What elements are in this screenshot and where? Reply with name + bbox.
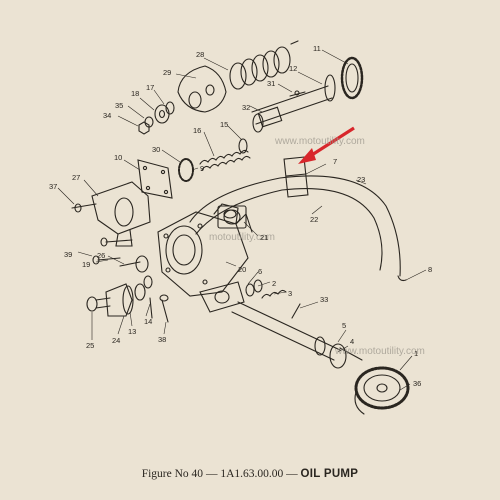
callout-label: 37 — [49, 182, 57, 191]
callout-label: 15 — [220, 120, 228, 129]
callout-label: 12 — [289, 64, 297, 73]
callout-label: 30 — [152, 145, 160, 154]
callout-label: 13 — [128, 327, 136, 336]
callout-label: 20 — [238, 265, 246, 274]
callout-label: 17 — [146, 83, 154, 92]
callout-label: 39 — [64, 250, 72, 259]
callout-label: 33 — [320, 295, 328, 304]
callout-label: 32 — [242, 103, 250, 112]
callout-label: 18 — [131, 89, 139, 98]
figure-title: OIL PUMP — [300, 468, 359, 480]
callout-label: 5 — [342, 321, 346, 330]
callout-label: 36 — [413, 379, 421, 388]
callout-label: 27 — [72, 173, 80, 182]
callout-label: 29 — [163, 68, 171, 77]
callout-label: 19 — [82, 260, 90, 269]
callout-label: 24 — [112, 336, 120, 345]
spring-part — [229, 46, 291, 90]
callout-label: 16 — [193, 126, 201, 135]
gear-part — [340, 56, 364, 100]
callout-label: 38 — [158, 335, 166, 344]
callout-label: 6 — [258, 267, 262, 276]
callout-label: 4 — [350, 337, 354, 346]
callout-label: 34 — [103, 111, 111, 120]
callout-label: 3 — [288, 289, 292, 298]
watermark-text: motoutility.com — [209, 232, 275, 243]
callout-labels: 28 11 29 31 12 17 18 32 35 34 15 16 30 9… — [49, 44, 432, 388]
caption-dash: — — [205, 468, 218, 480]
callout-label: 22 — [310, 215, 318, 224]
callout-label: 9 — [200, 164, 204, 173]
callout-label: 26 — [97, 251, 105, 260]
part-code: 1A1.63.00.00 — [220, 468, 284, 480]
callout-label: 1 — [414, 349, 418, 358]
callout-label: 10 — [114, 153, 122, 162]
watermark-text: www.motoutility.com — [334, 346, 425, 357]
callout-label: 7 — [333, 157, 337, 166]
figure-number: Figure No 40 — [141, 468, 204, 480]
callout-label: 25 — [86, 341, 94, 350]
callout-label: 31 — [267, 79, 275, 88]
callout-label: 2 — [272, 279, 276, 288]
caption-dash: — — [286, 468, 298, 480]
watermark-text: www.motoutility.com — [274, 136, 365, 147]
callout-label: 8 — [428, 265, 432, 274]
red-arrow-icon — [298, 126, 355, 164]
callout-label: 21 — [260, 233, 268, 242]
callout-label: 14 — [144, 317, 152, 326]
callout-label: 23 — [357, 175, 365, 184]
drive-gear-part — [354, 366, 410, 415]
figure-caption: Figure No 40 — 1A1.63.00.00 — OIL PUMP — [0, 468, 500, 480]
callout-label: 35 — [115, 101, 123, 110]
callout-label: 11 — [313, 44, 321, 53]
callout-label: 28 — [196, 50, 204, 59]
